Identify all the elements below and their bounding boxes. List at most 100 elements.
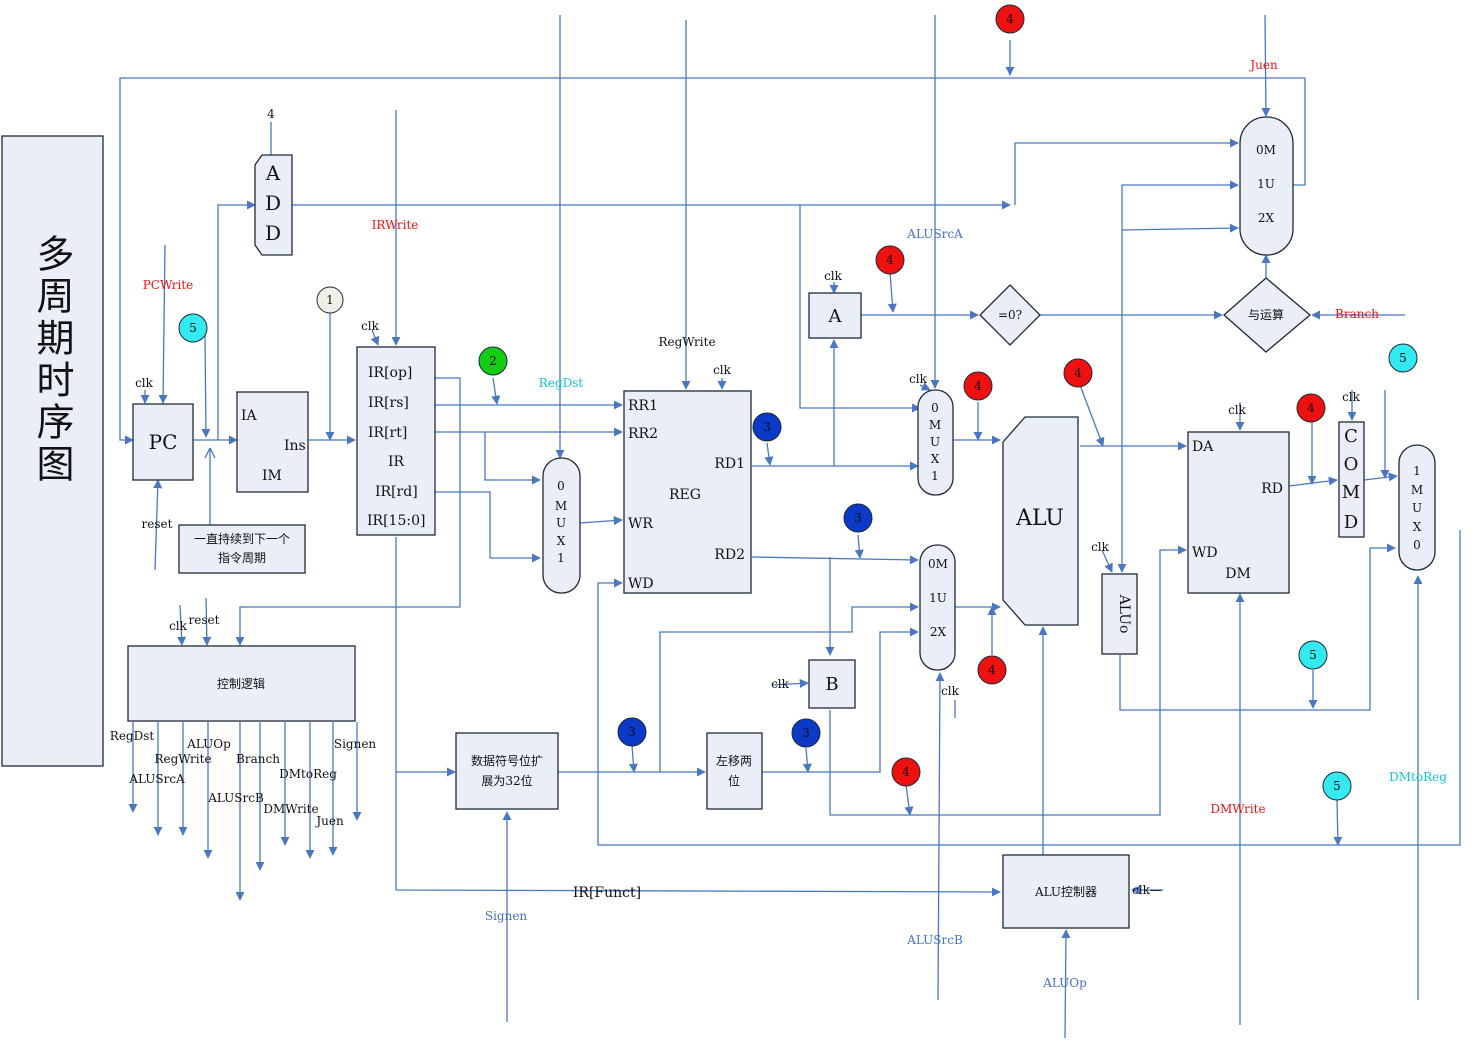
reg-rr1-label: RR1 [628,398,658,414]
step-marker-4g [891,757,921,787]
reg-clk-label: clk [713,363,732,377]
hold-note-box [178,524,306,574]
title-panel [1,135,104,767]
b-register [808,659,856,709]
a-clk-label: clk [824,269,843,283]
pcsrc-mux-row-2: 1U [1257,177,1275,191]
aluo-clk-label: clk [1091,540,1110,554]
step-marker-3c-text: 3 [628,725,636,739]
alusrca-mux-char-3: U [930,435,940,449]
im-ia-label: IA [241,408,258,424]
mdr-register [1338,421,1365,538]
reg-block [623,390,752,594]
memtoreg-mux-char-1: 1 [1413,464,1421,478]
ctrl-out-branch: Branch [236,752,280,766]
memtoreg-mux-char-4: X [1413,520,1422,534]
pc-reset-label: reset [142,517,173,531]
alu-control-label: ALU控制器 [1034,885,1097,899]
memtoreg-mux-char-2: M [1411,483,1423,497]
step-marker-4c [963,371,993,401]
step-marker-1 [316,286,344,314]
memtoreg-mux-char-3: U [1412,501,1422,515]
im-ins-label: Ins [284,438,306,454]
control-logic-label: 控制逻辑 [217,677,265,691]
alusrca-mux-char-2: M [929,418,941,432]
regdst-mux [542,457,581,594]
step-marker-1-text: 1 [326,293,334,307]
wires [119,14,1461,1039]
step-marker-2 [478,346,508,376]
b-clk-label: clk [771,677,790,691]
shift-left-line-2: 位 [728,773,740,788]
ir-rs-label: IR[rs] [368,395,409,411]
step-marker-3a-text: 3 [763,420,771,434]
step-marker-4e [1296,393,1326,423]
pc-clk-label: clk [135,376,154,390]
step-marker-5a-text: 5 [189,321,197,335]
dm-da-label: DA [1192,439,1214,455]
step-marker-4d-text: 4 [1074,366,1082,380]
pcsrc-mux-row-3: 2X [1258,211,1275,225]
alusrca-mux [917,389,954,496]
title-vertical: 多周期时序图 [30,234,74,486]
ctrl-out-alusrcb: ALUSrcB [207,791,264,805]
zero-check-label: =0? [998,308,1022,322]
signen-label: Signen [485,909,528,923]
alusrca-mux-text: 0 M U X 1 [929,401,941,483]
regdst-label: RegDst [539,376,584,390]
a-register [808,292,862,339]
mdr-char-1: C [1344,426,1358,447]
aluop-label: ALUOp [1042,976,1087,990]
reg-wd-label: WD [628,576,654,592]
add-letter-2: D [265,191,281,215]
reg-wr-label: WR [628,516,653,532]
ir-name-label: IR [388,454,405,470]
hold-note-line-2: 指令周期 [218,550,266,565]
control-reset-label: reset [189,613,220,627]
step-marker-4a [995,4,1025,34]
branch-label: Branch [1335,307,1379,321]
reg-rd1-label: RD1 [714,456,745,472]
sign-extend-block [455,732,559,810]
alusrca-mux-char-5: 1 [931,469,939,483]
regdst-mux-char-2: M [555,499,567,513]
ir-op-label: IR[op] [368,365,412,381]
ctrl-out-juen: Juen [314,814,344,828]
regwrite-label: RegWrite [658,335,715,349]
shift-left-line-1: 左移两 [716,753,752,768]
step-marker-4a-text: 4 [1006,12,1014,26]
alusrcb-mux-row-1: 0M [928,557,948,571]
step-marker-5b [1388,343,1418,373]
control-clk-label: clk [169,619,188,633]
alusrcb-mux-row-3: 2X [930,625,947,639]
reg-rd2-label: RD2 [714,547,745,563]
ir-block [356,346,436,536]
aluo-register [1101,573,1138,655]
memtoreg-mux [1398,444,1436,571]
im-name-label: IM [262,468,282,484]
im-block [236,391,309,493]
alu-label: ALU [1015,506,1064,531]
alusrcb-mux [919,544,956,671]
dmwrite-label: DMWrite [1210,802,1265,816]
zero-check [979,284,1041,346]
ctrl-out-regwrite: RegWrite [154,752,211,766]
add-letter-1: A [265,161,281,185]
a-register-label: A [828,306,843,327]
sign-extend-line-2: 展为32位 [481,773,532,788]
aluo-label: ALUo [1116,594,1132,634]
pcwrite-label: PCWrite [143,278,194,292]
step-marker-5c-text: 5 [1309,648,1317,662]
step-marker-2-text: 2 [489,354,497,368]
regdst-mux-char-3: U [556,516,566,530]
step-marker-3d [791,718,821,748]
dm-block [1187,431,1290,594]
step-marker-4b [875,245,905,275]
alusrcb-mux-row-2: 1U [929,591,947,605]
ir-rt-label: IR[rt] [368,425,407,441]
alu-block [1002,416,1079,626]
ir-rd-label: IR[rd] [375,484,418,500]
ctrl-out-alusrca: ALUSrcA [128,772,185,786]
ir-funct-label: IR[Funct] [573,885,641,901]
